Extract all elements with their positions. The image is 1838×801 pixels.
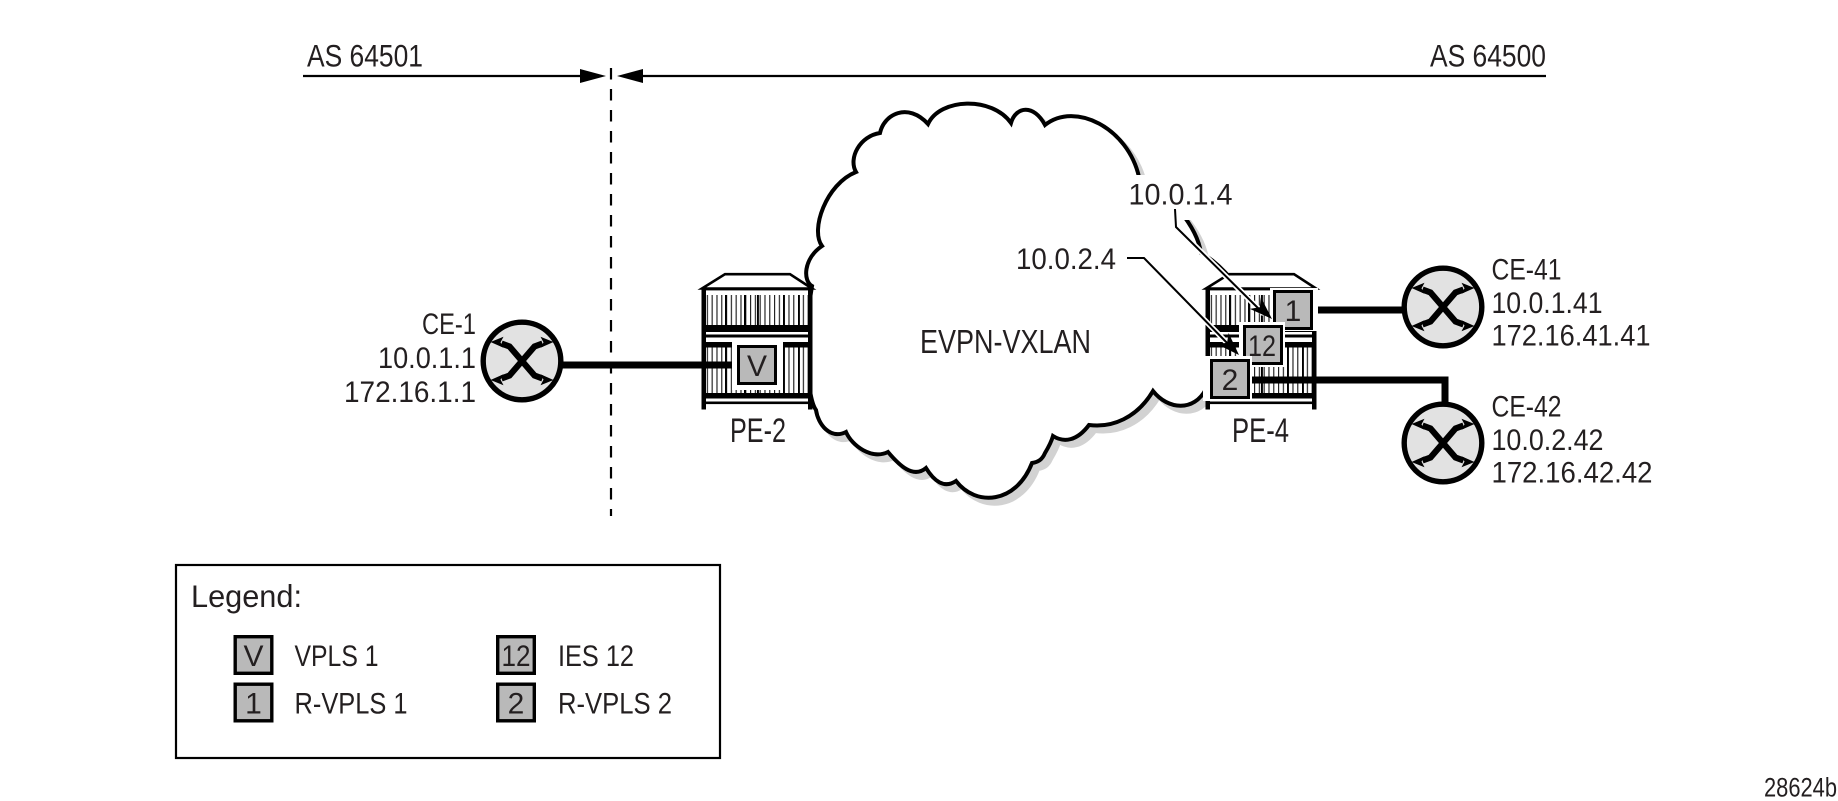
svg-text:1: 1	[245, 688, 262, 721]
svg-text:V: V	[243, 640, 263, 673]
svg-text:CE-41: CE-41	[1492, 254, 1562, 287]
svg-text:PE-2: PE-2	[730, 412, 786, 450]
svg-text:28624b: 28624b	[1764, 773, 1837, 801]
svg-text:10.0.1.4: 10.0.1.4	[1129, 179, 1233, 212]
svg-text:172.16.1.1: 172.16.1.1	[344, 376, 476, 409]
svg-text:10.0.1.1: 10.0.1.1	[378, 342, 476, 375]
svg-text:R-VPLS 1: R-VPLS 1	[295, 688, 408, 721]
svg-text:CE-1: CE-1	[422, 308, 476, 341]
svg-text:172.16.41.41: 172.16.41.41	[1492, 320, 1651, 353]
svg-text:12: 12	[1248, 330, 1276, 363]
svg-text:IES 12: IES 12	[558, 640, 634, 673]
svg-text:AS 64500: AS 64500	[1430, 38, 1546, 74]
svg-text:R-VPLS 2: R-VPLS 2	[558, 688, 672, 721]
svg-text:CE-42: CE-42	[1492, 391, 1562, 424]
svg-text:EVPN-VXLAN: EVPN-VXLAN	[920, 323, 1091, 360]
svg-text:PE-4: PE-4	[1232, 412, 1289, 450]
svg-text:10.0.2.42: 10.0.2.42	[1492, 424, 1604, 457]
svg-text:AS 64501: AS 64501	[307, 38, 423, 74]
svg-text:12: 12	[502, 640, 531, 673]
svg-text:Legend:: Legend:	[191, 578, 302, 614]
svg-text:V: V	[747, 350, 767, 383]
svg-text:172.16.42.42: 172.16.42.42	[1492, 457, 1653, 490]
svg-text:10.0.2.4: 10.0.2.4	[1016, 243, 1116, 276]
svg-text:VPLS 1: VPLS 1	[295, 640, 379, 673]
svg-text:10.0.1.41: 10.0.1.41	[1492, 287, 1603, 320]
svg-text:2: 2	[508, 688, 525, 721]
svg-text:2: 2	[1222, 364, 1239, 397]
svg-text:1: 1	[1285, 295, 1302, 328]
